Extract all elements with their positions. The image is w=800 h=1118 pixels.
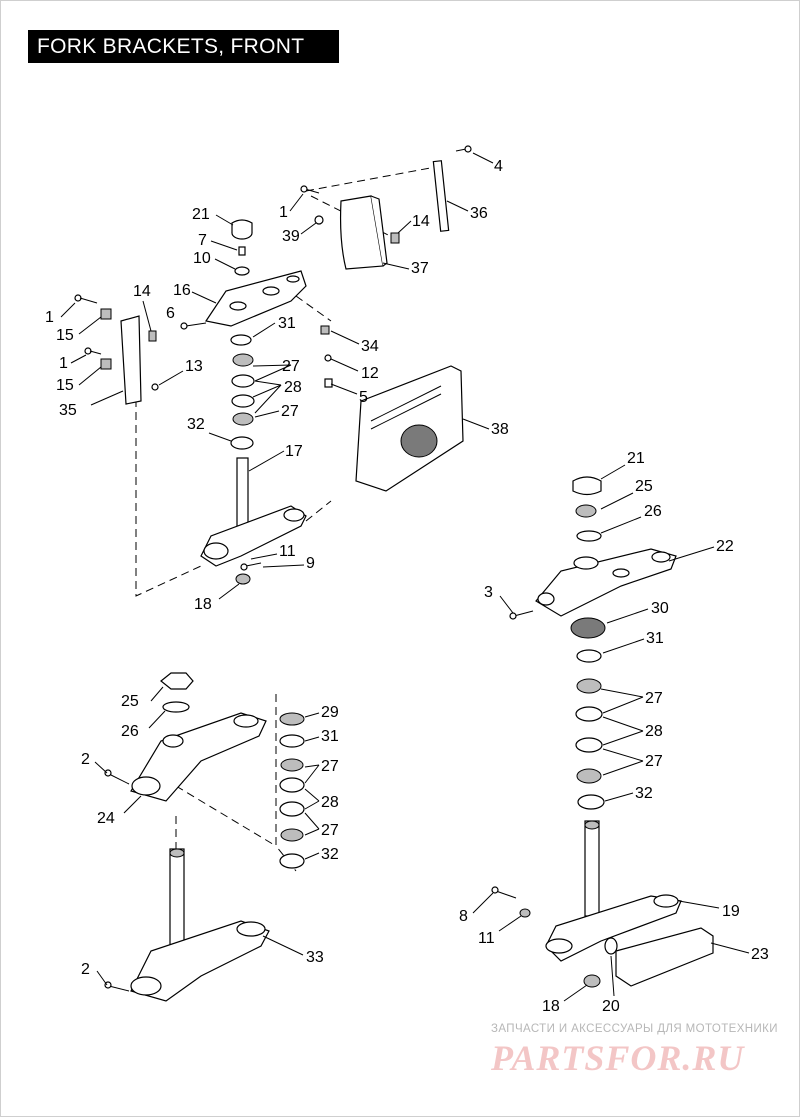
callout-15: 15 <box>56 327 74 344</box>
callout-33: 33 <box>306 949 324 966</box>
callout-36: 36 <box>470 205 488 222</box>
callout-11: 11 <box>478 930 495 947</box>
callout-24: 24 <box>97 810 115 827</box>
callout-14: 14 <box>412 213 430 230</box>
callout-21: 21 <box>627 450 645 467</box>
callout-3: 3 <box>484 584 493 601</box>
callout-20: 20 <box>602 998 620 1015</box>
watermark-tagline: ЗАПЧАСТИ И АКСЕССУАРЫ ДЛЯ МОТОТЕХНИКИ <box>491 1023 778 1035</box>
callout-39: 39 <box>282 228 300 245</box>
callout-13: 13 <box>185 358 203 375</box>
page-title: FORK BRACKETS, FRONT <box>28 30 339 63</box>
callout-7: 7 <box>198 232 207 249</box>
callout-6: 6 <box>166 305 175 322</box>
callout-31: 31 <box>646 630 664 647</box>
callout-11: 11 <box>279 543 296 560</box>
callout-10: 10 <box>193 250 211 267</box>
callout-9: 9 <box>306 555 315 572</box>
callout-8: 8 <box>459 908 468 925</box>
callout-35: 35 <box>59 402 77 419</box>
callout-27: 27 <box>281 403 299 420</box>
callout-2: 2 <box>81 961 90 978</box>
callout-32: 32 <box>321 846 339 863</box>
callout-37: 37 <box>411 260 429 277</box>
callout-25: 25 <box>635 478 653 495</box>
lower-left-assembly-drawing <box>104 672 305 1002</box>
callout-25: 25 <box>121 693 139 710</box>
callout-27: 27 <box>321 822 339 839</box>
upper-assembly-drawing <box>74 145 472 597</box>
callout-26: 26 <box>644 503 662 520</box>
callout-32: 32 <box>635 785 653 802</box>
right-assembly-drawing <box>491 476 714 988</box>
callout-27: 27 <box>645 753 663 770</box>
callout-34: 34 <box>361 338 379 355</box>
callout-38: 38 <box>491 421 509 438</box>
callout-leaders <box>60 152 750 1002</box>
callout-18: 18 <box>194 596 212 613</box>
callout-14: 14 <box>133 283 151 300</box>
callout-2: 2 <box>81 751 90 768</box>
callout-31: 31 <box>321 728 339 745</box>
callout-1: 1 <box>279 204 288 221</box>
callout-28: 28 <box>284 379 302 396</box>
callout-1: 1 <box>59 355 68 372</box>
callout-27: 27 <box>282 358 300 375</box>
callout-32: 32 <box>187 416 205 433</box>
callout-16: 16 <box>173 282 191 299</box>
callout-labels: 4 1 36 14 39 37 21 7 10 16 1 14 15 6 31 … <box>45 158 769 1015</box>
callout-17: 17 <box>285 443 303 460</box>
callout-12: 12 <box>361 365 379 382</box>
callout-31: 31 <box>278 315 296 332</box>
callout-5: 5 <box>359 389 368 406</box>
callout-29: 29 <box>321 704 339 721</box>
watermark-logo: PARTSFOR.RU <box>491 1038 745 1078</box>
callout-30: 30 <box>651 600 669 617</box>
callout-15: 15 <box>56 377 74 394</box>
callout-27: 27 <box>645 690 663 707</box>
callout-22: 22 <box>716 538 734 555</box>
callout-4: 4 <box>494 158 503 175</box>
callout-27: 27 <box>321 758 339 775</box>
callout-1: 1 <box>45 309 54 326</box>
callout-23: 23 <box>751 946 769 963</box>
callout-28: 28 <box>645 723 663 740</box>
callout-18: 18 <box>542 998 560 1015</box>
callout-28: 28 <box>321 794 339 811</box>
callout-19: 19 <box>722 903 740 920</box>
callout-21: 21 <box>192 206 210 223</box>
callout-26: 26 <box>121 723 139 740</box>
